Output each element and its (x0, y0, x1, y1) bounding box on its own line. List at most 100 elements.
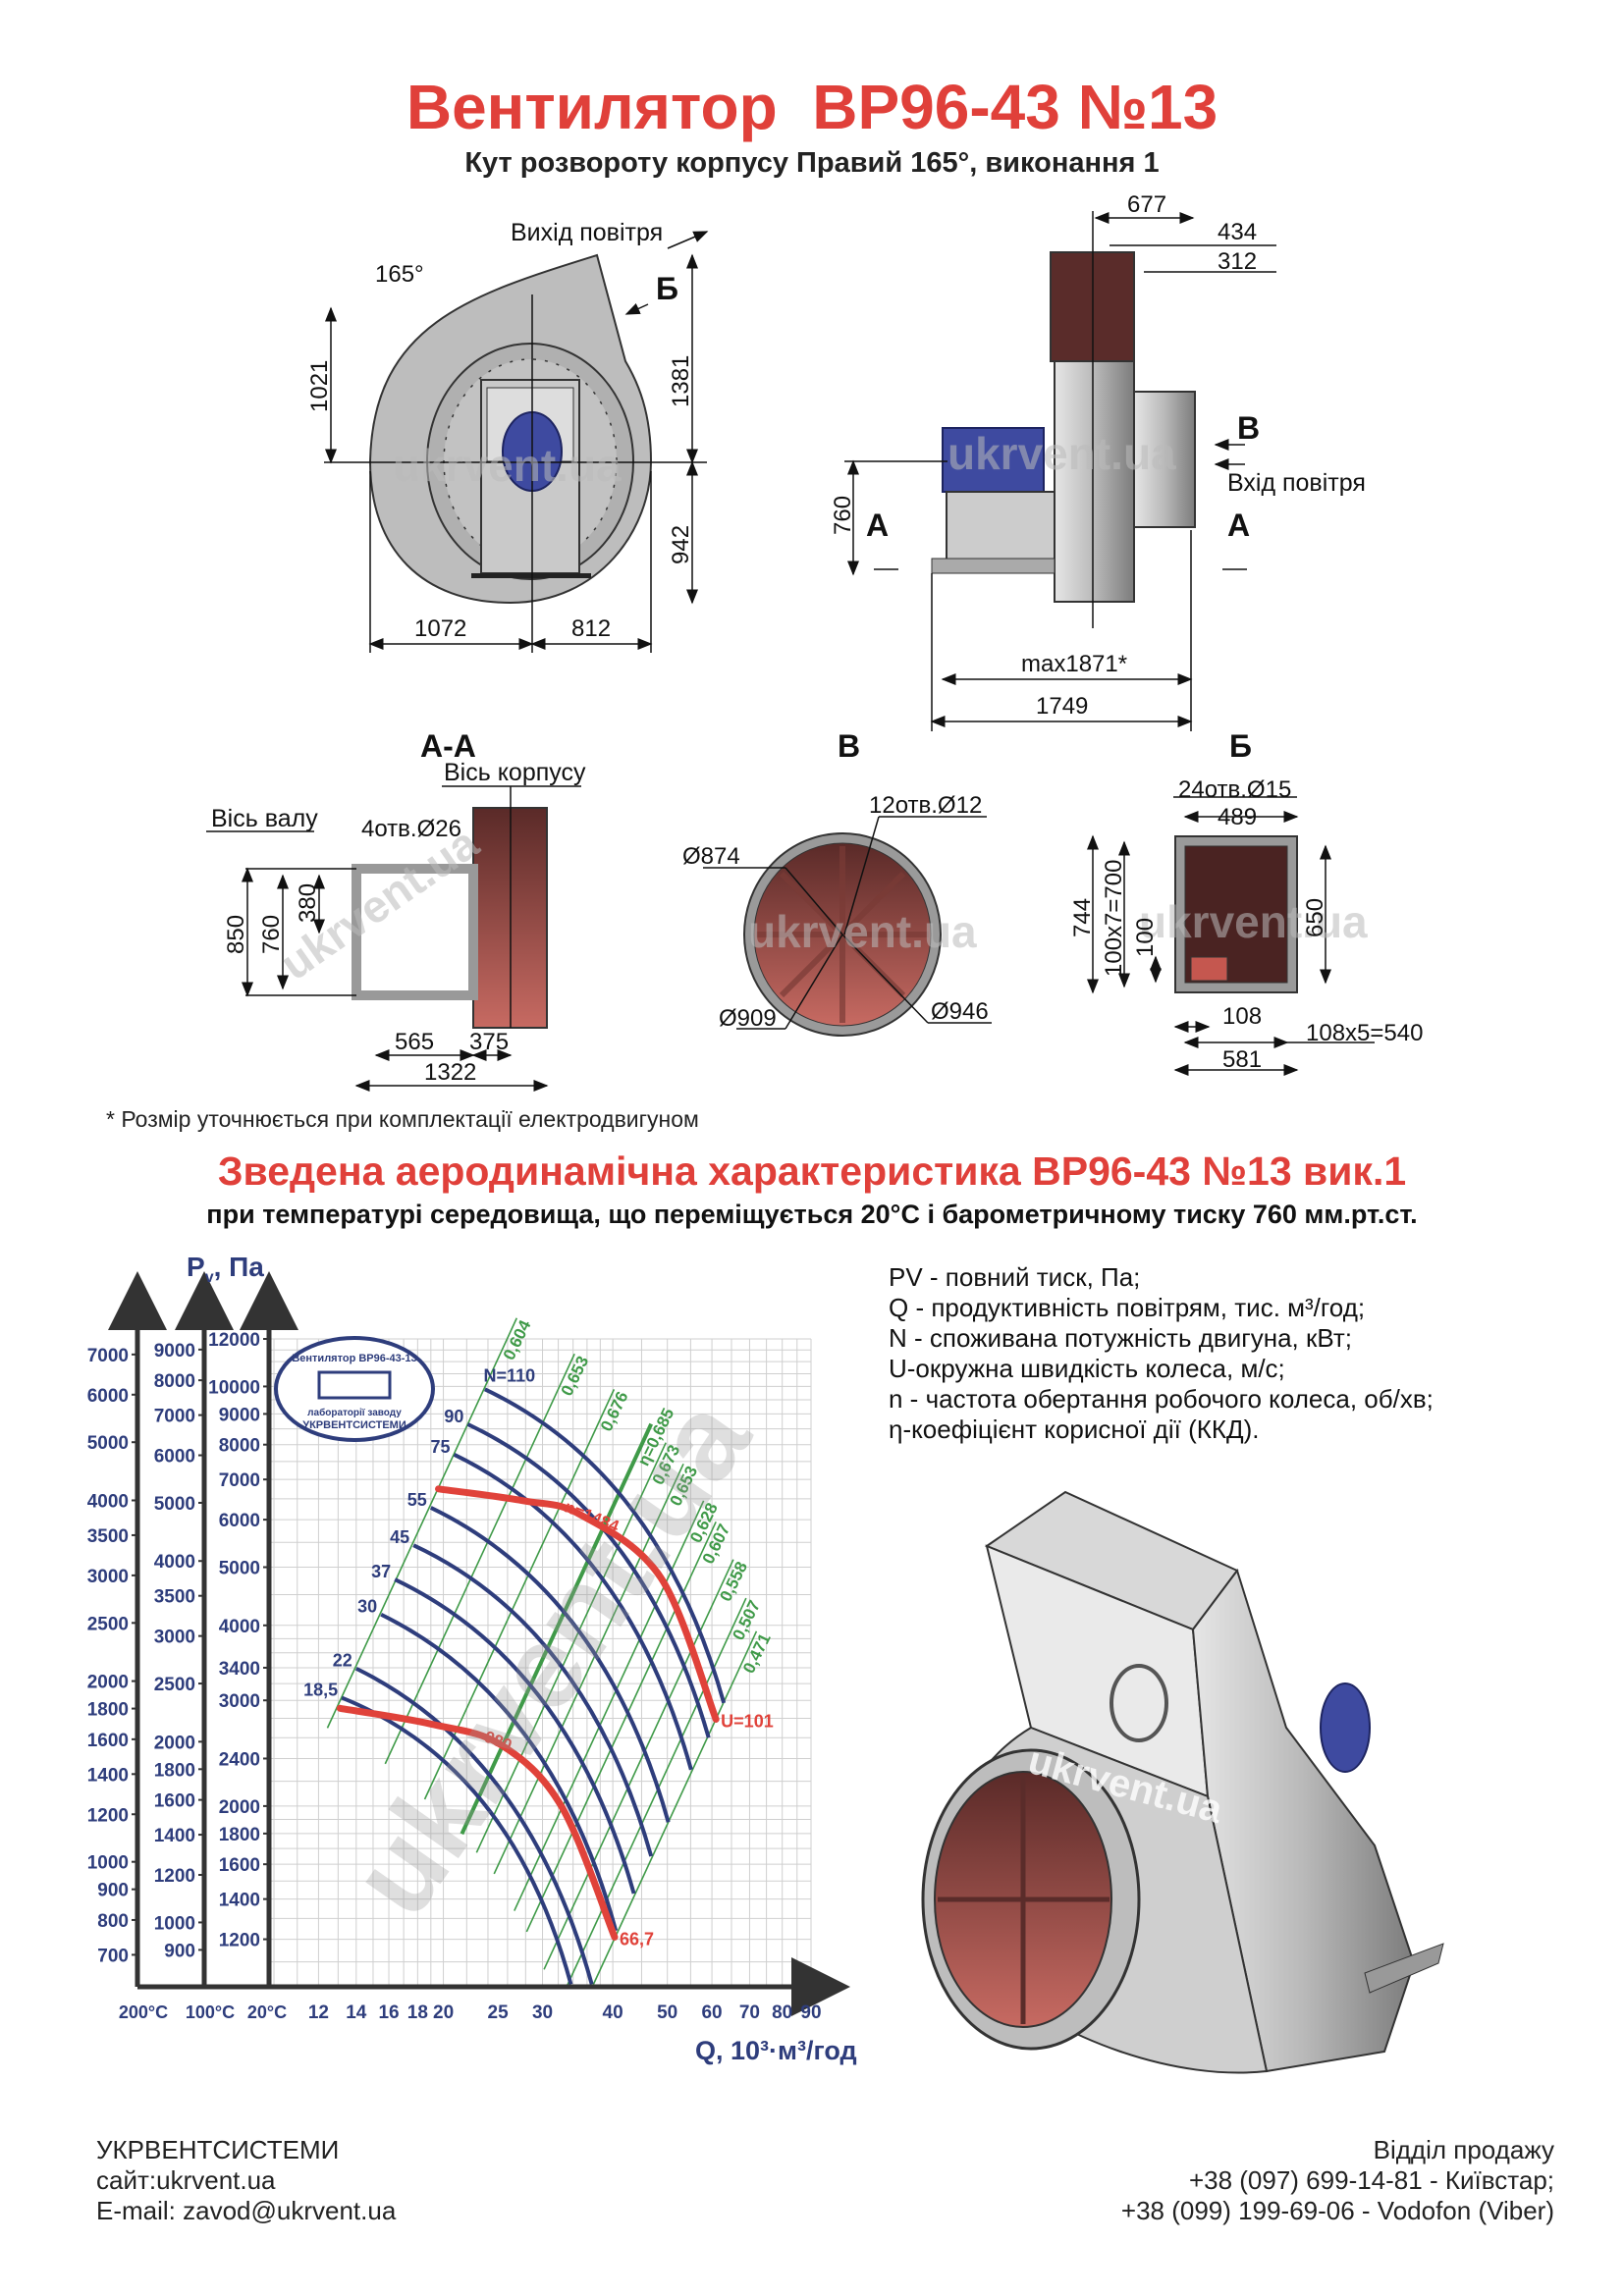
y-tick-label: 700 (97, 1946, 129, 1966)
y-tick-label: 2500 (87, 1614, 129, 1634)
sales-phone-vodafone[interactable]: +38 (099) 199-69-06 - Vodofon (Viber) (1120, 2196, 1554, 2225)
x-tick-label: 12 (308, 2002, 329, 2023)
power-curve (394, 1577, 636, 1895)
y-tick-label: 2000 (87, 1673, 129, 1693)
chart-legend: PV - повний тиск, Па; Q - продуктивність… (889, 1262, 1434, 1445)
svg-text:Вентилятор ВР96-43-13: Вентилятор ВР96-43-13 (292, 1353, 416, 1364)
dim-565: 565 (395, 1029, 434, 1055)
dim-312: 312 (1218, 248, 1257, 275)
y-tick-label: 5000 (87, 1433, 129, 1454)
y-tick-label: 8000 (154, 1371, 195, 1392)
sales-phone-kyivstar[interactable]: +38 (097) 699-14-81 - Київстар; (1188, 2165, 1554, 2195)
power-curve (483, 1387, 727, 1704)
angle-label: 165° (375, 261, 424, 288)
y-tick-label: 8000 (219, 1436, 260, 1457)
svg-text:лабораторії заводу: лабораторії заводу (307, 1407, 402, 1418)
y-tick-label: 2500 (154, 1675, 195, 1695)
efficiency-line (543, 1559, 734, 1970)
dim-744: 744 (1069, 898, 1096, 937)
y-tick-label: 9000 (154, 1341, 195, 1362)
holes-label: 4отв.Ø26 (361, 816, 461, 842)
watermark: ukrvent.ua (947, 428, 1176, 479)
side-view-drawing: ukrvent.ua 677 434 312 В Вхід повітря 76… (830, 191, 1366, 731)
speed-curve (435, 1485, 720, 1723)
y-tick-label: 3400 (219, 1659, 260, 1680)
motor-icon (1320, 1682, 1371, 1773)
inlet-label: Вхід повітря (1227, 469, 1366, 497)
dim-1072: 1072 (414, 615, 466, 642)
x-tick-label: 90 (800, 2002, 821, 2023)
dim-d874: Ø874 (682, 843, 740, 870)
power-curve (380, 1612, 619, 1932)
watermark: ukrvent.ua (393, 440, 622, 491)
power-curve-label: 30 (357, 1597, 377, 1617)
power-curve-label: N=110 (484, 1365, 536, 1385)
dim-d909: Ø909 (719, 1005, 777, 1032)
x-tick-label: 70 (739, 2002, 760, 2023)
dim-max1871: max1871* (1021, 651, 1127, 677)
section-a-marker-left: А (866, 507, 889, 543)
y-tick-label: 800 (97, 1911, 129, 1932)
x-tick-label: 60 (701, 2002, 722, 2023)
shaft-axis-label: Вісь валу (211, 805, 318, 832)
outlet-label: Вихід повітря (511, 219, 663, 246)
y-tick-label: 3500 (87, 1526, 129, 1547)
y-tick-label: 4000 (219, 1617, 260, 1637)
x-tick-label: 50 (657, 2002, 677, 2023)
y-axis-title: Pv, Па (187, 1252, 264, 1286)
x-tick-label: 80 (772, 2002, 792, 2023)
power-curve-label: 55 (407, 1490, 427, 1510)
x-tick-label: 16 (378, 2002, 399, 2023)
y-tick-label: 1400 (87, 1765, 129, 1786)
power-curve (453, 1453, 693, 1771)
dim-581: 581 (1222, 1046, 1262, 1073)
y-tick-label: 900 (164, 1941, 195, 1961)
watermark: ukrvent.ua (1139, 896, 1368, 947)
dim-100: 100 (1132, 918, 1159, 957)
dim-650: 650 (1302, 898, 1328, 937)
y-tick-label: 1400 (219, 1891, 260, 1911)
y-tick-label: 1200 (87, 1805, 129, 1826)
company-site-link[interactable]: сайт:ukrvent.ua (96, 2165, 276, 2195)
fan-3d-render: ukrvent.ua (921, 1490, 1444, 2074)
view-b-title: Б (1229, 728, 1252, 764)
company-contacts: УКРВЕНТСИСТЕМИ сайт:ukrvent.ua E-mail: z… (96, 2135, 396, 2226)
y-tick-label: 1000 (154, 1913, 195, 1934)
lab-stamp: Вентилятор ВР96-43-13 лабораторії заводу… (274, 1336, 435, 1442)
power-curve (412, 1543, 654, 1857)
y-tick-label: 1400 (154, 1826, 195, 1846)
view-b-drawing: ukrvent.ua 24отв.Ø15 489 744 100x7=700 1… (1069, 776, 1423, 1076)
section-aa-drawing: ukrvent.ua Вісь корпусу Вісь валу 4отв.Ø… (206, 759, 586, 1092)
legend-item-rpm: n - частота обертання робочого колеса, о… (889, 1384, 1434, 1414)
y-tick-label: 7000 (87, 1346, 129, 1366)
power-curve (429, 1506, 671, 1823)
view-v-title: В (838, 728, 860, 764)
efficiency-line (493, 1463, 684, 1875)
footnote: * Розмір уточнюється при комплектації ел… (106, 1106, 699, 1132)
watermark: ukrvent.ua (748, 906, 977, 957)
section-aa-title: А-А (420, 728, 476, 764)
company-email-link[interactable]: E-mail: zavod@ukrvent.ua (96, 2196, 397, 2225)
dim-677: 677 (1127, 191, 1166, 218)
power-curve-label: 37 (371, 1562, 391, 1581)
speed-curve (336, 1704, 619, 1941)
page-subtitle: Кут розвороту корпусу Правий 165°, викон… (464, 147, 1160, 179)
dim-760: 760 (258, 915, 285, 954)
power-curve (354, 1666, 594, 1985)
y-tick-label: 5000 (154, 1494, 195, 1515)
dim-108: 108 (1222, 1003, 1262, 1030)
y-tick-label: 1800 (219, 1825, 260, 1845)
y-tick-label: 6000 (219, 1511, 260, 1531)
axis-temperature-label: 100°C (186, 2002, 235, 2022)
dim-1749: 1749 (1036, 693, 1088, 720)
y-tick-label: 2400 (219, 1749, 260, 1770)
y-tick-label: 9000 (219, 1405, 260, 1425)
x-tick-label: 30 (532, 2002, 553, 2023)
y-tick-label: 3000 (154, 1628, 195, 1648)
x-tick-label: 18 (407, 2002, 428, 2023)
dim-380: 380 (295, 883, 321, 923)
y-tick-label: 1200 (219, 1931, 260, 1951)
